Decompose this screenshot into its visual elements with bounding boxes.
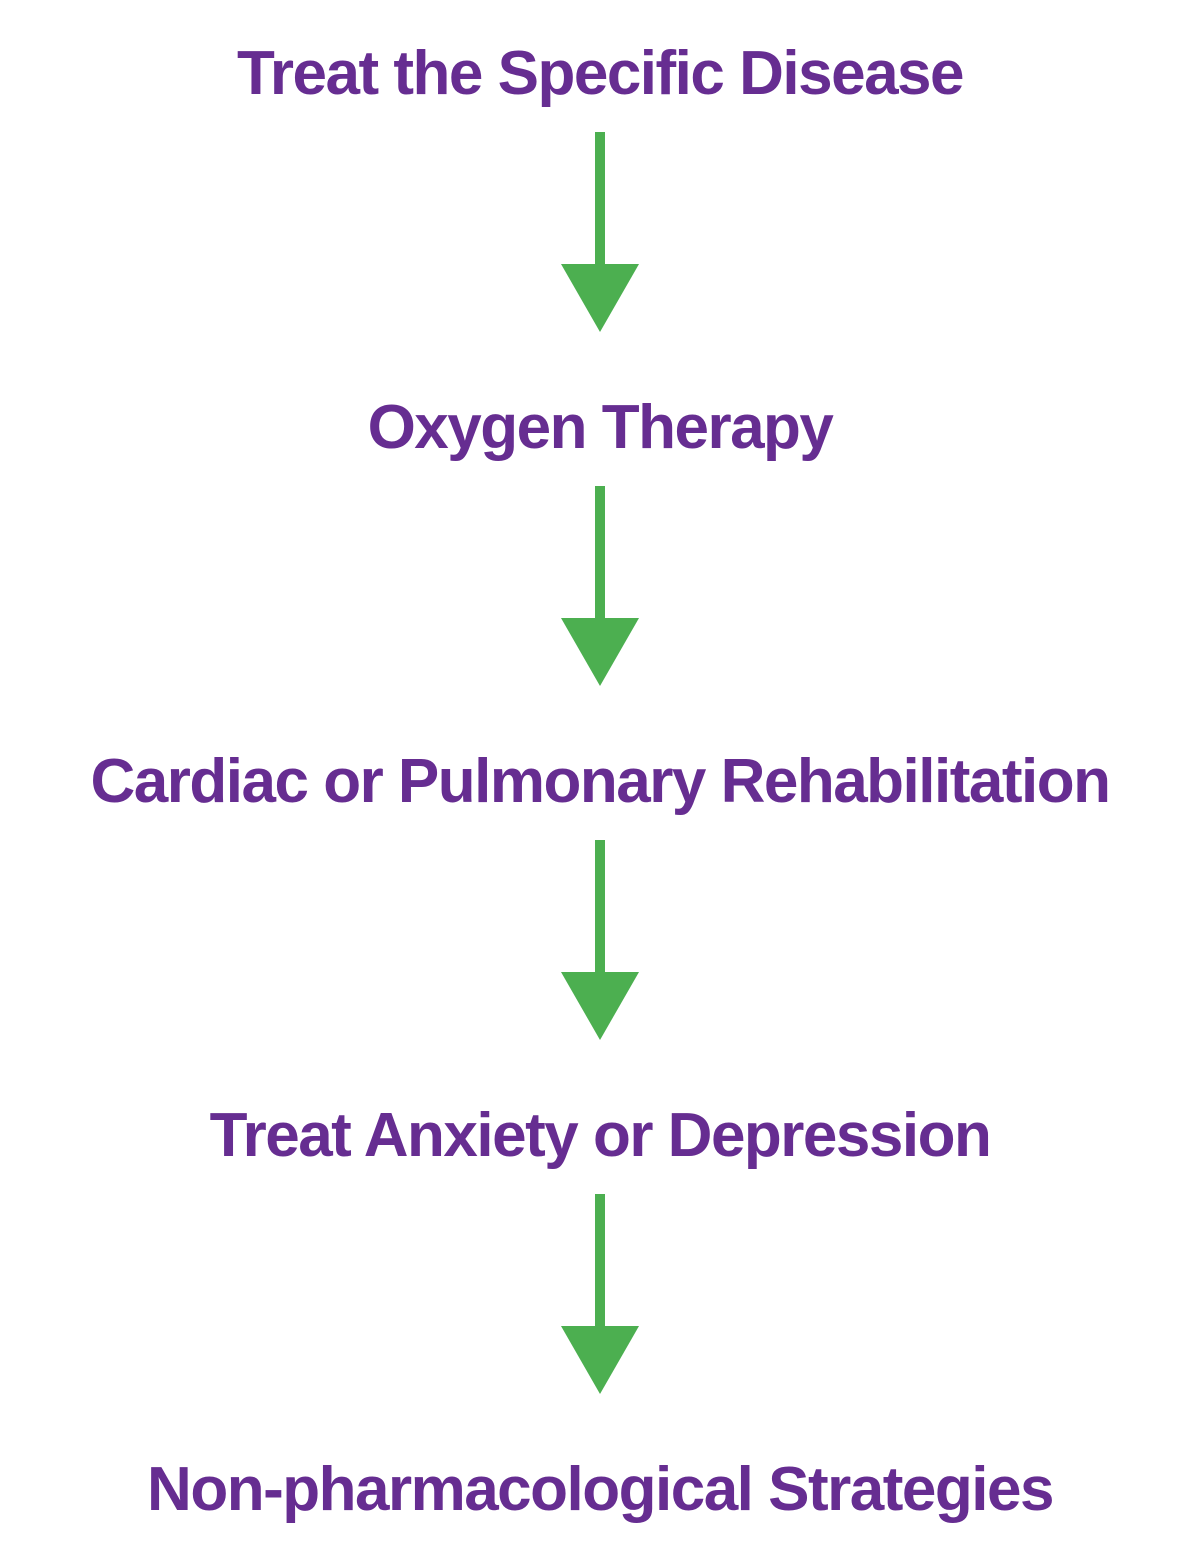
down-arrow-icon bbox=[561, 132, 639, 332]
node-cardiac-pulmonary-rehabilitation: Cardiac or Pulmonary Rehabilitation bbox=[90, 747, 1111, 816]
down-arrow-icon bbox=[561, 1194, 639, 1394]
node-treat-specific-disease: Treat the Specific Disease bbox=[236, 39, 965, 108]
node-oxygen-therapy: Oxygen Therapy bbox=[367, 393, 834, 462]
node-non-pharmacological-strategies: Non-pharmacological Strategies bbox=[147, 1455, 1054, 1524]
down-arrow-icon bbox=[561, 486, 639, 686]
down-arrow-icon bbox=[561, 840, 639, 1040]
node-treat-anxiety-depression: Treat Anxiety or Depression bbox=[209, 1101, 992, 1170]
